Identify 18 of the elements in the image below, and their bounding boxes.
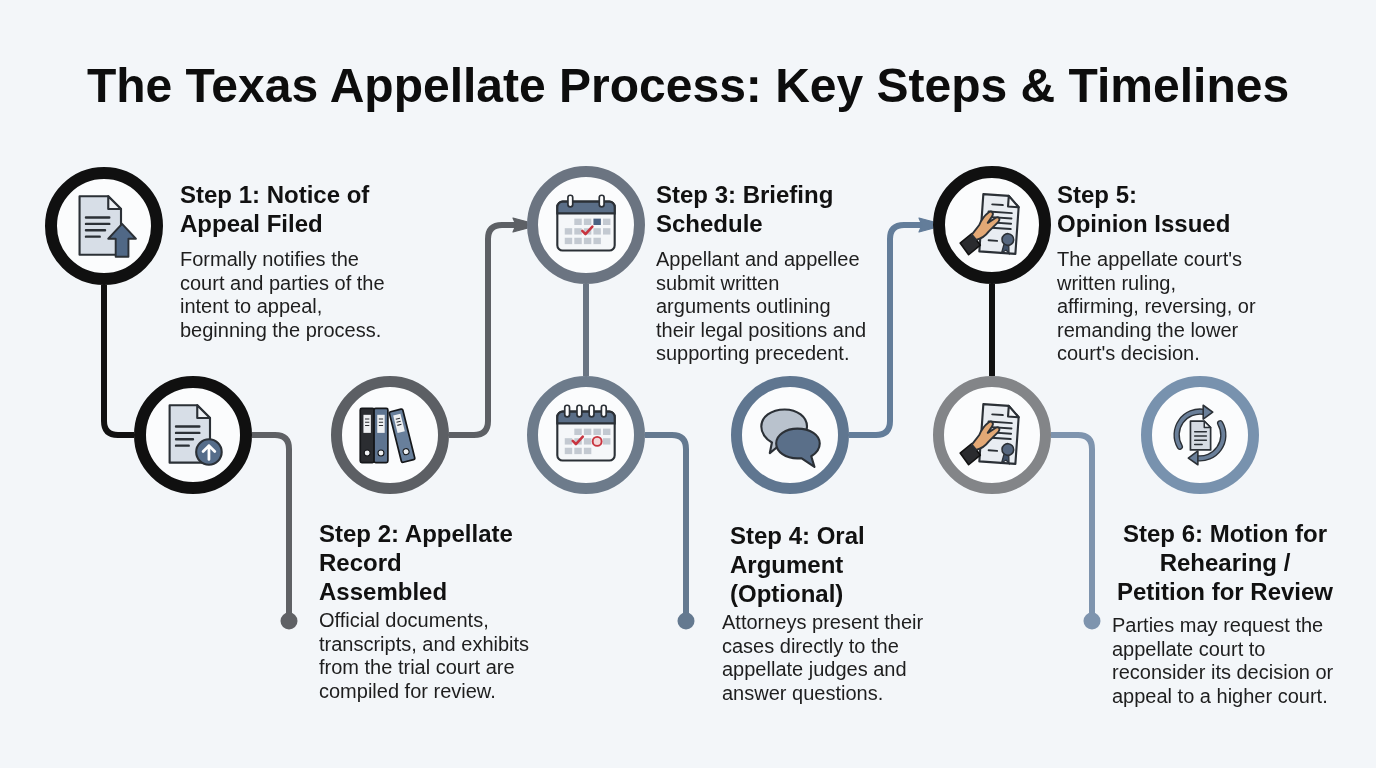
step-description: The appellate court's written ruling, affirming, reversing, or remanding the lower court's decision.	[1057, 248, 1257, 366]
step-description: Formally notifies the court and parties of the intent to appeal, beginning the process.	[180, 248, 386, 342]
step-description: Appellant and appellee submit written arguments outlining their legal positions and supporting precedent.	[656, 248, 868, 366]
step-heading: Step 4: Oral Argument (Optional)	[730, 521, 866, 608]
connector-line	[583, 284, 589, 376]
step-heading: Step 3: Briefing Schedule	[656, 180, 835, 238]
connector-line	[252, 432, 298, 630]
diagram-title: The Texas Appellate Process: Key Steps & Timelines	[86, 58, 1290, 114]
connector-line	[989, 284, 995, 376]
connector-line	[1051, 432, 1101, 630]
step-description: Official documents, transcripts, and exhibits from the trial court are compiled for review.	[319, 609, 531, 703]
step-heading: Step 6: Motion for Rehearing / Petition for Review	[1115, 519, 1334, 606]
step-description: Parties may request the appellate court to reconsider its decision or appeal to a higher court.	[1112, 614, 1335, 708]
step-heading: Step 5: Opinion Issued	[1057, 180, 1232, 238]
connector-line	[645, 432, 695, 630]
step-heading: Step 2: Appellate Record Assembled	[319, 519, 514, 606]
step-heading: Step 1: Notice of Appeal Filed	[180, 180, 371, 238]
step-description: Attorneys present their cases directly to the appellate judges and answer questions.	[722, 611, 925, 705]
